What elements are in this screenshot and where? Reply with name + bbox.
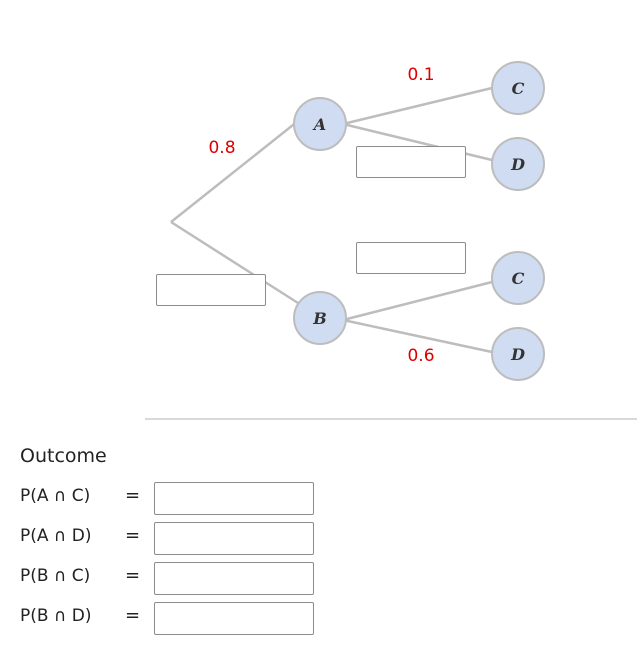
prob-b-to-d: 0.6 xyxy=(407,346,434,366)
node-b-d: D xyxy=(491,327,545,381)
outcome-label: P(A ∩ C) xyxy=(20,486,91,506)
section-divider xyxy=(145,418,637,420)
branch-root-to-b xyxy=(170,220,299,305)
equals-sign: = xyxy=(125,605,141,626)
prob-a-to-c: 0.1 xyxy=(407,65,434,85)
node-a-d: D xyxy=(491,137,545,191)
tree-branches xyxy=(170,86,493,354)
outcome-label: P(B ∩ C) xyxy=(20,566,91,586)
node-b-d-label: D xyxy=(510,345,525,364)
prob-root-to-a: 0.8 xyxy=(208,138,235,158)
prob-b-to-c-input[interactable] xyxy=(356,242,466,274)
probability-tree: A B C D C D 0.8 0.1 0.6 xyxy=(170,61,545,381)
branch-a-to-d xyxy=(342,122,493,162)
equals-sign: = xyxy=(125,565,141,586)
node-b-label: B xyxy=(312,309,327,328)
outcome-a-and-c-input[interactable] xyxy=(154,482,314,515)
node-b-c-label: C xyxy=(512,269,525,288)
outcome-b-and-c-input[interactable] xyxy=(154,562,314,595)
outcome-label: P(A ∩ D) xyxy=(20,526,92,546)
prob-a-to-d-input[interactable] xyxy=(356,146,466,178)
node-a: A xyxy=(293,97,347,151)
node-b-c: C xyxy=(491,251,545,305)
branch-b-to-c xyxy=(342,280,493,322)
node-a-d-label: D xyxy=(510,155,525,174)
equals-sign: = xyxy=(125,485,141,506)
branch-b-to-d xyxy=(342,318,493,354)
prob-root-to-b-input[interactable] xyxy=(156,274,266,306)
branch-a-to-c xyxy=(342,86,493,126)
outcome-b-and-d-input[interactable] xyxy=(154,602,314,635)
node-a-label: A xyxy=(312,115,326,134)
outcome-a-and-d-input[interactable] xyxy=(154,522,314,555)
node-a-c-label: C xyxy=(512,79,525,98)
outcome-label: P(B ∩ D) xyxy=(20,606,92,626)
equals-sign: = xyxy=(125,525,141,546)
node-b: B xyxy=(293,291,347,345)
outcome-heading: Outcome xyxy=(20,445,107,467)
branch-root-to-a xyxy=(170,120,299,223)
node-a-c: C xyxy=(491,61,545,115)
